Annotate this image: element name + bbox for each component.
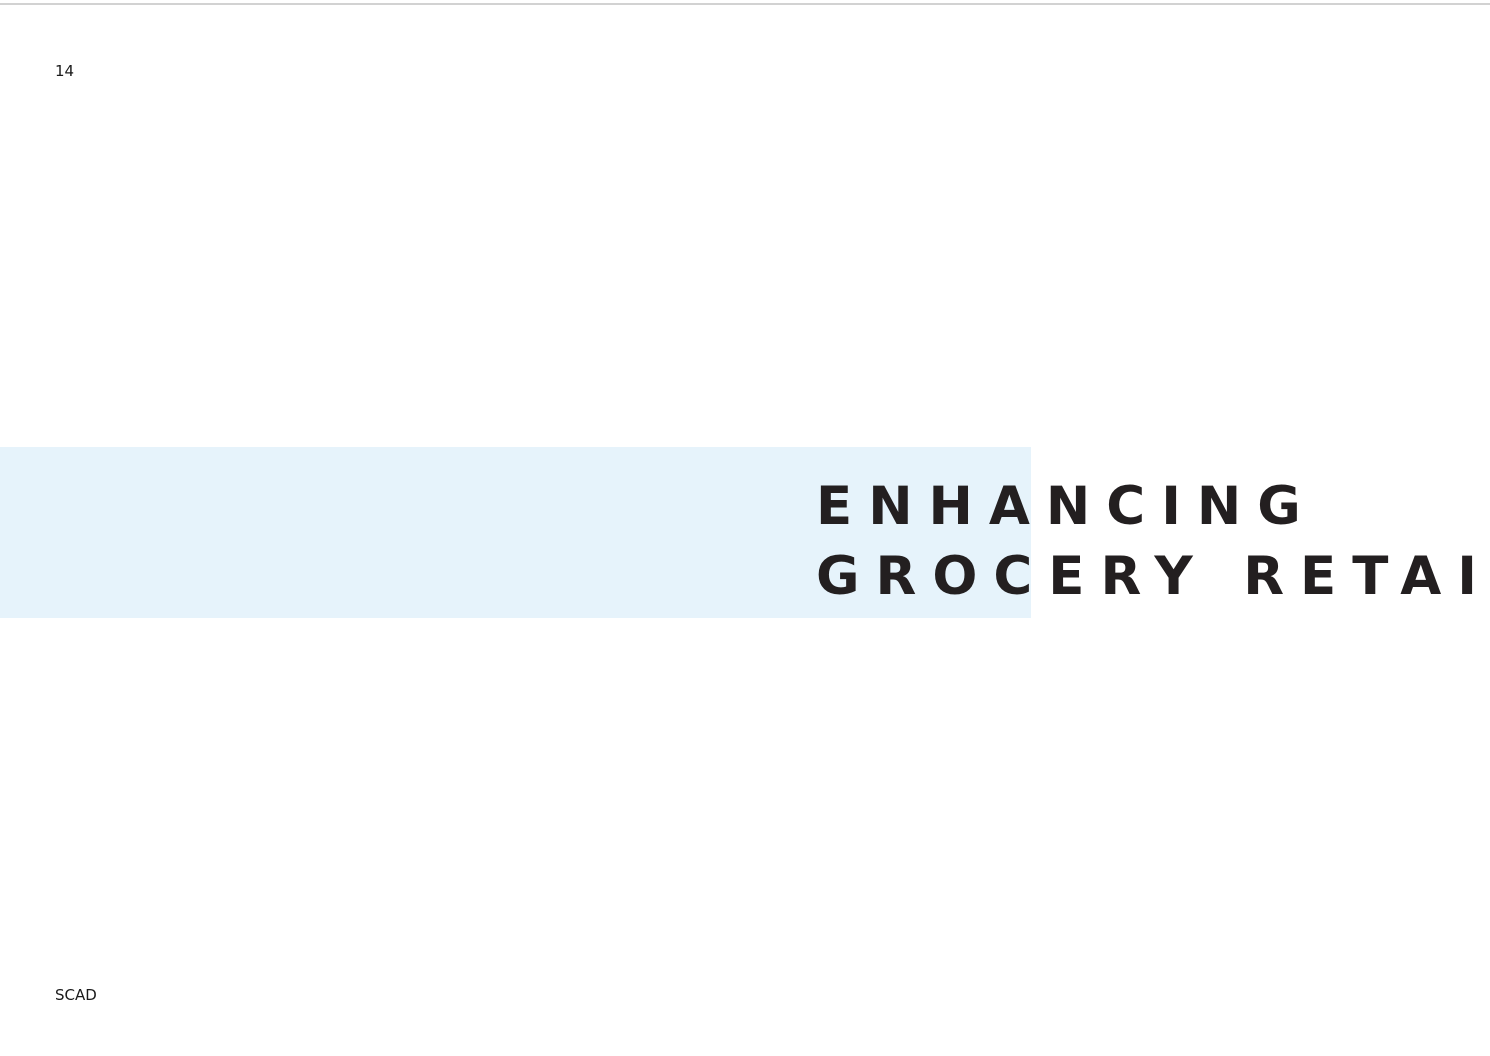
page-number: 14 <box>55 62 75 80</box>
top-divider <box>0 3 1490 5</box>
section-title-line-1: ENHANCING <box>816 476 1317 537</box>
accent-band <box>0 447 1031 618</box>
section-title-line-2: GROCERY RETAIL <box>816 546 1490 607</box>
section-title: ENHANCING GROCERY RETAIL <box>816 472 1490 612</box>
footer-label: SCAD <box>55 986 97 1004</box>
